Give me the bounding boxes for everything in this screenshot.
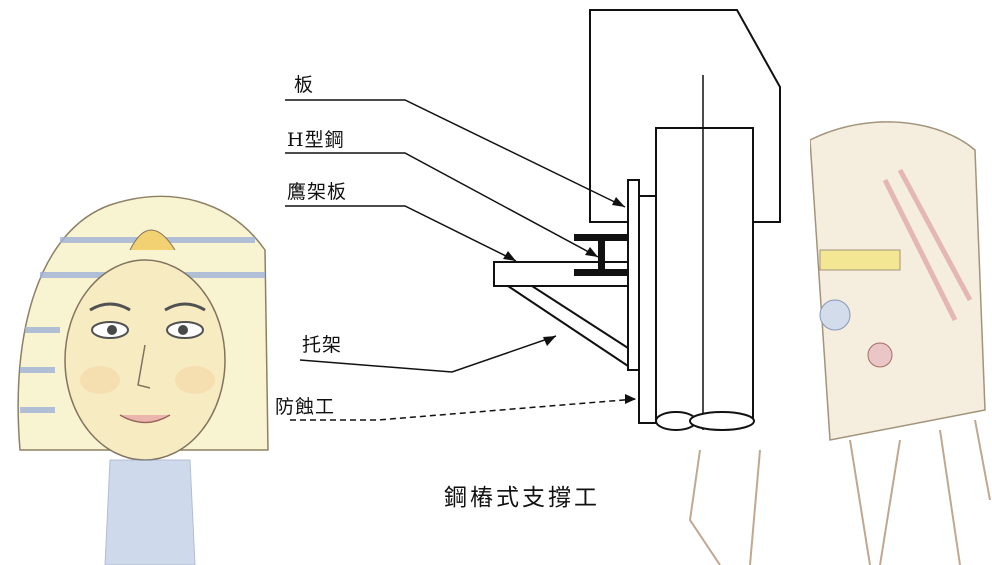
bracket-brace xyxy=(507,285,629,367)
label-corrosion: 防蝕工 xyxy=(275,396,336,418)
h-beam xyxy=(574,234,629,276)
pile-bottom-right xyxy=(689,411,755,431)
label-h-steel: H型鋼 xyxy=(287,129,345,151)
leader-lines xyxy=(285,99,637,421)
camel-sketch xyxy=(688,121,991,565)
leader-bracket-plate xyxy=(285,205,517,262)
leader-corrosion xyxy=(290,398,637,421)
corrosion-plate xyxy=(638,195,657,424)
leader-plate xyxy=(285,99,626,208)
label-plate: 板 xyxy=(294,74,315,96)
label-bracket-plate: 鷹架板 xyxy=(287,181,348,203)
leader-arrowheads xyxy=(503,197,636,404)
pharaoh-sketch xyxy=(17,195,269,565)
diagram-caption: 鋼樁式支撐工 xyxy=(444,485,600,511)
leader-support xyxy=(299,335,557,373)
steel-pile xyxy=(655,127,754,422)
steel-pile-diagram xyxy=(493,9,781,431)
side-plate xyxy=(627,179,640,371)
label-support: 托架 xyxy=(302,334,343,356)
leader-h-steel xyxy=(285,152,599,258)
